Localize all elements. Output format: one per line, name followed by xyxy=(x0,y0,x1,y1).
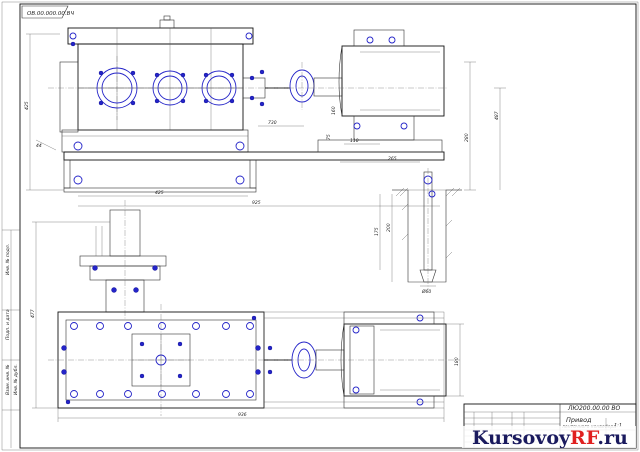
bolt-icon xyxy=(235,175,245,185)
plan-view xyxy=(48,200,460,416)
doc-code-box: ОВ.00.000.00.ВЧ xyxy=(21,5,74,19)
margin-text-column: Инв. № подл. Подп. и дата Взам. инв. № И… xyxy=(5,244,19,395)
watermark-logo: KursovoyRF.ru xyxy=(462,426,636,449)
dim-477: 477 xyxy=(30,309,36,318)
dim-925: 925 xyxy=(252,200,261,206)
bolt-icon xyxy=(70,322,78,330)
motor-front xyxy=(338,29,445,141)
svg-text:Инв. № дубл.: Инв. № дубл. xyxy=(13,364,19,395)
dim-280: 280 xyxy=(464,133,470,142)
dimensions: 425 925 730 160 75 110 265 280 487 425 4… xyxy=(24,33,506,422)
bolt-icon xyxy=(245,32,253,40)
dim-110: 110 xyxy=(350,138,359,144)
stamp-title: Привод xyxy=(566,416,592,424)
base-frame-front xyxy=(63,139,445,193)
bolt-icon xyxy=(73,175,83,185)
dim-d60: Ø60 xyxy=(421,288,431,295)
foundation-section xyxy=(392,168,462,290)
dim-180: 180 xyxy=(454,357,460,366)
dim-160: 160 xyxy=(331,106,337,115)
bolt-icon xyxy=(235,141,245,151)
dim-487-r: 487 xyxy=(494,111,500,120)
dim-425-h: 425 xyxy=(155,190,164,196)
dim-200: 200 xyxy=(386,223,392,232)
front-view xyxy=(48,15,448,193)
svg-text:Взам. инв. №: Взам. инв. № xyxy=(5,364,11,395)
output-shaft xyxy=(79,200,167,320)
bolt-icon xyxy=(73,141,83,151)
dim-425-v: 425 xyxy=(24,101,30,110)
dim-44: 44 xyxy=(36,143,42,149)
dim-730: 730 xyxy=(268,120,277,126)
svg-text:Инв. № подл.: Инв. № подл. xyxy=(5,244,11,275)
bolt-icon xyxy=(69,32,77,40)
dim-175: 175 xyxy=(374,227,380,236)
doc-code-text: ОВ.00.000.00.ВЧ xyxy=(27,11,74,17)
svg-text:Подп. и дата: Подп. и дата xyxy=(5,309,11,340)
bolt-icon xyxy=(423,175,433,185)
gearbox-front xyxy=(59,15,254,185)
watermark-text: KursovoyRF.ru xyxy=(472,427,628,449)
dim-936: 936 xyxy=(238,412,247,418)
stamp-code: ЛЮ200.00.00 ВО xyxy=(567,405,621,412)
dim-265: 265 xyxy=(388,156,397,162)
dim-75: 75 xyxy=(326,134,332,140)
